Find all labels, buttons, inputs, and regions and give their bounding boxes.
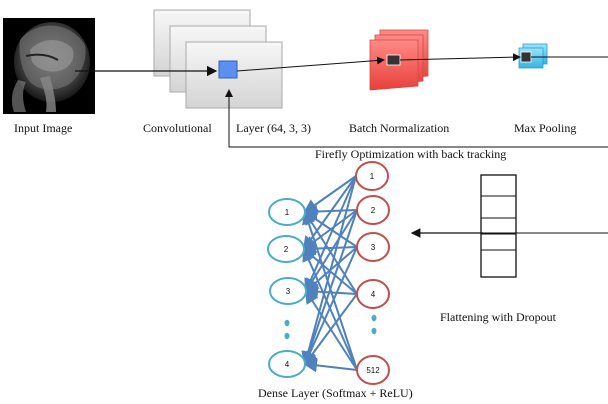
convolutional-stack <box>153 9 283 109</box>
ellipsis-dots <box>284 314 377 340</box>
input-node-3: 3 <box>356 232 390 262</box>
connection-3-4 <box>303 246 358 366</box>
input-node-5-label: 512 <box>366 366 380 375</box>
output-node-4: 4 <box>268 350 306 378</box>
input-node-4-label: 4 <box>371 290 376 299</box>
input-node-1: 1 <box>355 161 389 191</box>
connection-4-1 <box>303 210 358 295</box>
output-node-3-label: 3 <box>286 287 291 296</box>
input-node-3-label: 3 <box>371 243 376 252</box>
top-flow-arrows <box>75 53 608 77</box>
feedback-loop <box>225 89 608 148</box>
connection-5-2 <box>302 247 358 371</box>
output-node-1: 1 <box>268 198 306 226</box>
output-node-3: 3 <box>269 277 307 305</box>
input-image-label: Input Image <box>14 121 73 135</box>
input-image <box>3 18 95 114</box>
output-node-2-label: 2 <box>284 245 289 254</box>
layer-params-label: Layer (64, 3, 3) <box>236 121 311 135</box>
connection-5-3 <box>304 289 358 371</box>
flatten-column <box>472 174 520 278</box>
input-node-1-label: 1 <box>370 172 375 181</box>
batch-norm-block <box>369 29 429 91</box>
input-node-4: 4 <box>356 279 390 309</box>
firefly-label: Firefly Optimization with back tracking <box>315 147 507 161</box>
convolutional-label: Convolutional <box>143 121 212 135</box>
connection-2-1 <box>303 204 358 219</box>
flattening-label: Flattening with Dropout <box>440 310 556 324</box>
connection-5-4 <box>303 358 358 373</box>
conv-kernel-square <box>218 60 238 79</box>
max-pooling-block <box>518 43 548 69</box>
output-node-4-label: 4 <box>285 360 290 369</box>
connection-3-2 <box>302 241 358 256</box>
input-node-2: 2 <box>356 195 390 225</box>
connection-3-3 <box>304 246 358 293</box>
connection-2-4 <box>302 209 358 366</box>
input-node-5: 512 <box>356 355 390 385</box>
dense-nodes: 1 2 3 4 1 2 3 4 512 <box>267 161 390 385</box>
input-node-2-label: 2 <box>371 206 376 215</box>
dense-layer-label: Dense Layer (Softmax + ReLU) <box>258 386 413 400</box>
dense-connections <box>301 175 358 373</box>
connection-5-1 <box>302 210 358 371</box>
output-node-2: 2 <box>267 235 305 263</box>
connection-2-3 <box>304 209 358 293</box>
max-pooling-label: Max Pooling <box>514 121 577 135</box>
batch-norm-label: Batch Normalization <box>349 121 450 135</box>
output-node-1-label: 1 <box>285 208 290 217</box>
